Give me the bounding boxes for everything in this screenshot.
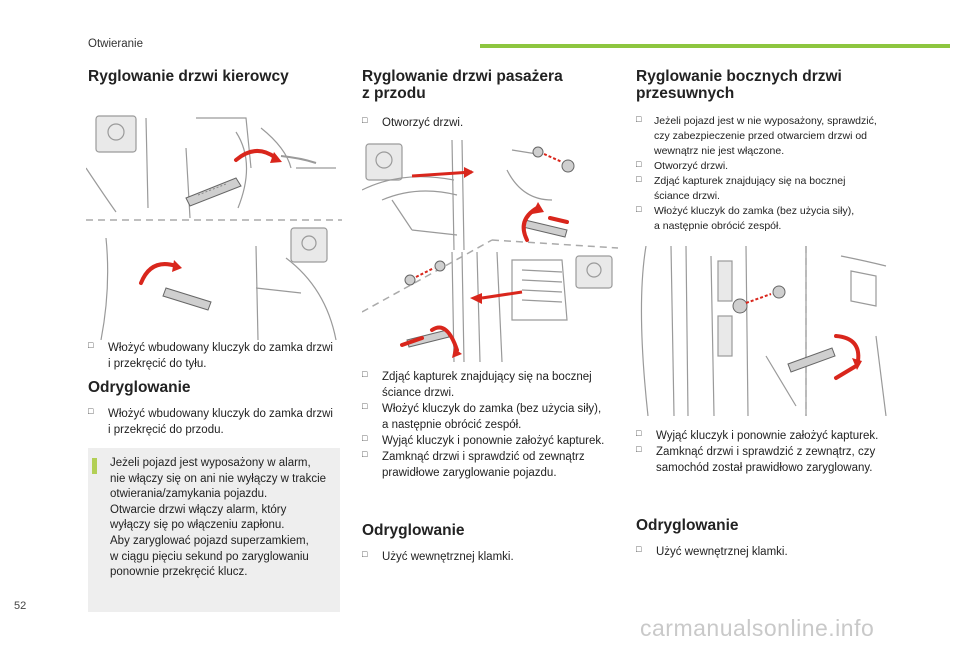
sliding-steps-2: □ Wyjąć kluczyk i ponownie założyć kaptu… <box>636 428 879 475</box>
passenger-door-title: Ryglowanie drzwi pasażera z przodu <box>362 68 563 102</box>
checkbox-bullet-icon: □ <box>362 115 368 125</box>
header-accent-bar <box>480 44 950 48</box>
checkbox-bullet-icon: □ <box>362 449 368 459</box>
step-line: i przekręcić do przodu. <box>108 424 224 436</box>
passenger-unlock-title: Odryglowanie <box>362 522 465 539</box>
checkbox-bullet-icon: □ <box>636 159 642 169</box>
checkbox-bullet-icon: □ <box>636 114 642 124</box>
checkbox-bullet-icon: □ <box>88 340 94 350</box>
checkbox-bullet-icon: □ <box>362 401 368 411</box>
driver-lock-step: □ Włożyć wbudowany kluczyk do zamka drzw… <box>88 340 344 372</box>
info-icon <box>92 458 97 474</box>
checkbox-bullet-icon: □ <box>636 204 642 214</box>
step-line: Włożyć wbudowany kluczyk do zamka drzwi <box>108 342 333 354</box>
sliding-unlock-title: Odryglowanie <box>636 517 739 534</box>
info-box <box>88 448 340 612</box>
checkbox-bullet-icon: □ <box>636 444 642 454</box>
page-number: 52 <box>14 600 27 612</box>
info-text: Jeżeli pojazd jest wyposażony w alarm, n… <box>110 457 327 579</box>
checkbox-bullet-icon: □ <box>362 433 368 443</box>
passenger-step-open: □ Otworzyć drzwi. <box>362 115 464 130</box>
checkbox-bullet-icon: □ <box>88 406 94 416</box>
checkbox-bullet-icon: □ <box>362 369 368 379</box>
driver-door-title: Ryglowanie drzwi kierowcy <box>88 68 289 85</box>
step-line: Włożyć wbudowany kluczyk do zamka drzwi <box>108 408 333 420</box>
passenger-unlock-step: □ Użyć wewnętrznej klamki. <box>362 549 514 564</box>
driver-door-illustration <box>86 115 342 340</box>
checkbox-bullet-icon: □ <box>636 544 642 554</box>
watermark: carmanualsonline.info <box>640 615 875 641</box>
checkbox-bullet-icon: □ <box>636 428 642 438</box>
step-line: i przekręcić do tyłu. <box>108 358 207 370</box>
passenger-door-illustration <box>362 140 618 362</box>
sliding-door-illustration <box>640 246 887 416</box>
section-label: Otwieranie <box>88 38 143 50</box>
checkbox-bullet-icon: □ <box>636 174 642 184</box>
sliding-unlock-step: □ Użyć wewnętrznej klamki. <box>636 544 788 559</box>
checkbox-bullet-icon: □ <box>362 549 368 559</box>
sliding-door-title: Ryglowanie bocznych drzwi przesuwnych <box>636 68 842 102</box>
driver-unlock-title: Odryglowanie <box>88 379 191 396</box>
driver-unlock-step: □ Włożyć wbudowany kluczyk do zamka drzw… <box>88 406 344 438</box>
passenger-steps: □ Zdjąć kapturek znajdujący się na boczn… <box>362 369 605 480</box>
sliding-steps: □ Jeżeli pojazd jest w nie wyposażony, s… <box>636 114 877 233</box>
